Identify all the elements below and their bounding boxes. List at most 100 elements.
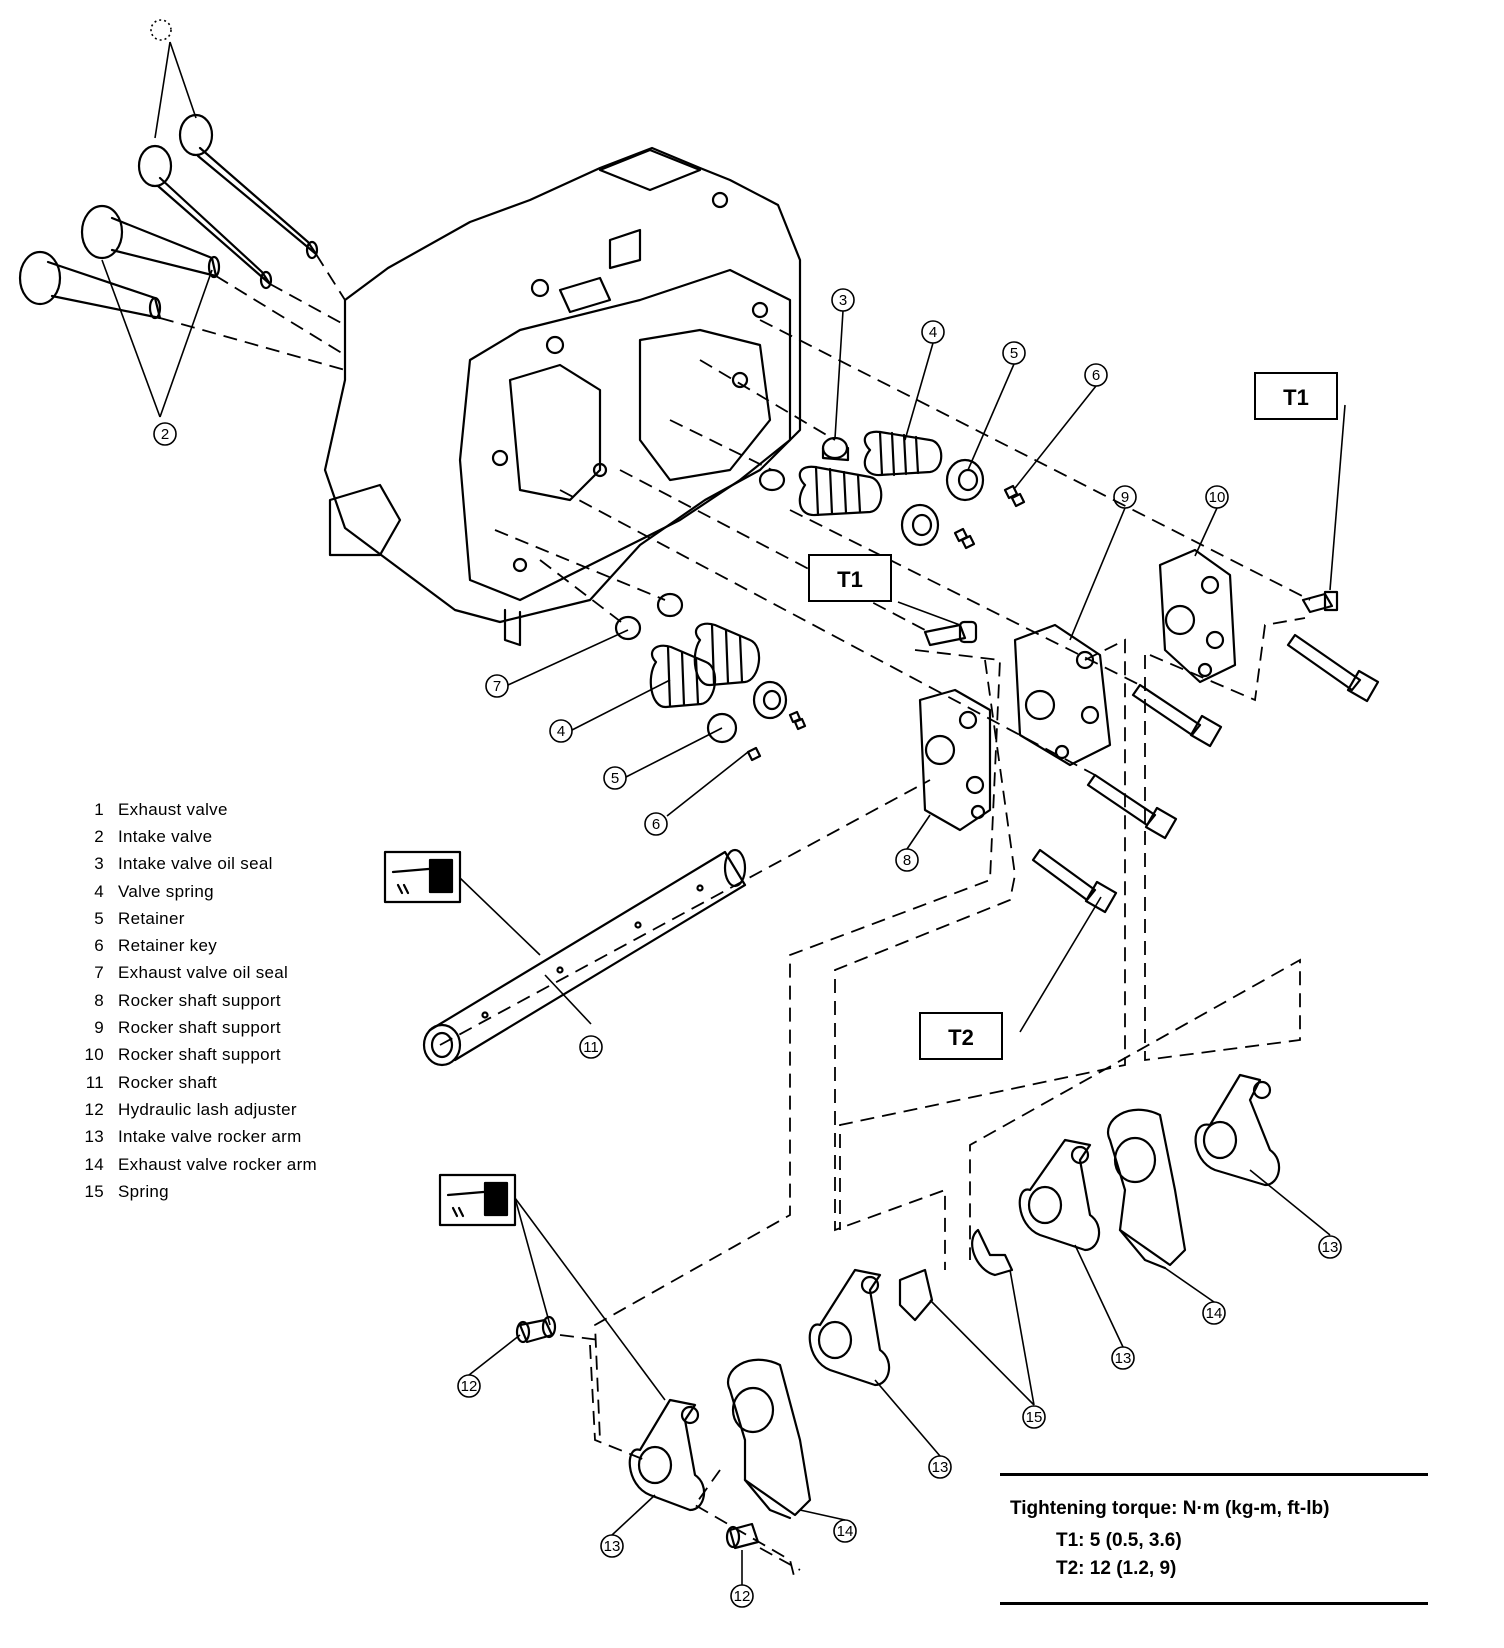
- callout-13: 13: [600, 1534, 624, 1558]
- svg-text:12: 12: [461, 1378, 478, 1395]
- legend-number: 9: [94, 1018, 104, 1038]
- svg-text:3: 3: [839, 292, 847, 309]
- legend-item: 9 Rocker shaft support: [68, 1014, 317, 1041]
- callout-12: 12: [730, 1584, 754, 1608]
- legend-number: 5: [94, 908, 104, 928]
- legend-label: Rocker shaft support: [118, 990, 281, 1010]
- legend-label: Intake valve: [118, 826, 213, 846]
- tightening-torque-table: Tightening torque: N·m (kg-m, ft-lb) T1:…: [1000, 1473, 1428, 1605]
- callout-13: 13: [928, 1455, 952, 1479]
- retainer-key-lower: [746, 710, 807, 762]
- callout-2: 2: [153, 422, 177, 446]
- legend-label: Rocker shaft: [118, 1072, 218, 1092]
- rocker-shaft-support-9: [1013, 623, 1112, 767]
- callout-8: 8: [895, 848, 919, 872]
- legend-number: 7: [94, 963, 104, 983]
- intake-valve-1: [18, 250, 162, 320]
- leader-lines: [101, 41, 1346, 1585]
- svg-text:4: 4: [557, 723, 565, 740]
- valve-spring-upper-2: [798, 465, 883, 517]
- svg-text:12: 12: [734, 1588, 751, 1605]
- legend-number: 12: [84, 1099, 104, 1119]
- svg-text:5: 5: [1010, 345, 1018, 362]
- callout-11: 11: [579, 1035, 603, 1059]
- svg-text:13: 13: [932, 1459, 949, 1476]
- svg-text:2: 2: [161, 426, 169, 443]
- bolt-long-3: [1086, 773, 1178, 840]
- callout-9: 9: [1113, 485, 1137, 509]
- callout-6: 6: [1084, 363, 1108, 387]
- bolt-t1-upper: [1301, 590, 1339, 614]
- intake-rocker-arm-middle: [1018, 1138, 1101, 1252]
- legend-label: Retainer key: [118, 936, 218, 956]
- spring-right: [971, 1228, 1014, 1277]
- legend-label: Rocker shaft support: [118, 1018, 281, 1038]
- svg-text:6: 6: [1092, 367, 1100, 384]
- svg-text:6: 6: [652, 816, 660, 833]
- legend-label: Exhaust valve: [118, 799, 228, 819]
- legend-label: Exhaust valve rocker arm: [118, 1154, 317, 1174]
- retainer-key-upper: [1003, 484, 1026, 508]
- intake-rocker-arm-upper-right: [1194, 1073, 1281, 1187]
- callout-6: 6: [644, 812, 668, 836]
- retainer-key-upper-2: [953, 527, 976, 550]
- valve-spring-upper: [863, 430, 943, 477]
- svg-text:5: 5: [611, 770, 619, 787]
- legend-item: 2 Intake valve: [68, 823, 317, 850]
- hydraulic-lash-adjuster-upper: [515, 1315, 557, 1344]
- bolt-t2: [1031, 848, 1118, 914]
- rocker-shaft: [422, 848, 747, 1067]
- legend-number: 2: [94, 826, 104, 846]
- retainer-lower: [706, 680, 788, 744]
- legend-label: Intake valve oil seal: [118, 854, 273, 874]
- svg-text:11: 11: [583, 1039, 599, 1056]
- callout-4: 4: [549, 719, 573, 743]
- intake-rocker-arm-lower-left: [628, 1398, 706, 1512]
- svg-text:4: 4: [929, 324, 937, 341]
- callout-7: 7: [485, 674, 509, 698]
- legend-number: 10: [84, 1045, 104, 1065]
- svg-text:9: 9: [1121, 489, 1129, 506]
- intake-valve-oil-seal-upper: [821, 436, 850, 462]
- exhaust-valve-1: [137, 144, 273, 290]
- torque-box-t1-middle: T1: [808, 554, 892, 602]
- legend-item: 12 Hydraulic lash adjuster: [68, 1096, 317, 1123]
- legend-label: Hydraulic lash adjuster: [118, 1099, 297, 1119]
- legend-item: 11 Rocker shaft: [68, 1069, 317, 1096]
- torque-table-title: Tightening torque: N·m (kg-m, ft-lb): [1010, 1498, 1330, 1519]
- exhaust-valve-2: [178, 113, 319, 260]
- callout-5: 5: [1002, 341, 1026, 365]
- bolt-t1-middle: [923, 620, 978, 647]
- svg-text:T2: T2: [948, 1025, 974, 1050]
- grease-icon: [383, 850, 462, 904]
- svg-text:T1: T1: [837, 567, 863, 592]
- legend-label: Retainer: [118, 908, 185, 928]
- bolt-long-1: [1286, 633, 1380, 703]
- spring-left: [898, 1268, 934, 1322]
- callout-13: 13: [1318, 1235, 1342, 1259]
- callout-14: 14: [1202, 1301, 1226, 1325]
- legend-label: Valve spring: [118, 881, 214, 901]
- grease-icon: [438, 1173, 517, 1227]
- intake-valve-2: [80, 204, 221, 279]
- retainer-upper-2: [900, 503, 940, 547]
- callout-1-dotted: [150, 19, 172, 41]
- legend-number: 15: [84, 1181, 104, 1201]
- svg-text:T1: T1: [1283, 385, 1309, 410]
- legend-number: 8: [94, 990, 104, 1010]
- exhaust-rocker-arm-lower: [727, 1358, 812, 1520]
- svg-text:13: 13: [1115, 1350, 1132, 1367]
- svg-text:14: 14: [1206, 1305, 1223, 1322]
- callout-5: 5: [603, 766, 627, 790]
- svg-text:15: 15: [1026, 1409, 1043, 1426]
- callout-15: 15: [1022, 1405, 1046, 1429]
- assembly-lines: [159, 253, 1311, 1581]
- legend-number: 13: [84, 1127, 104, 1147]
- legend-number: 11: [85, 1072, 104, 1092]
